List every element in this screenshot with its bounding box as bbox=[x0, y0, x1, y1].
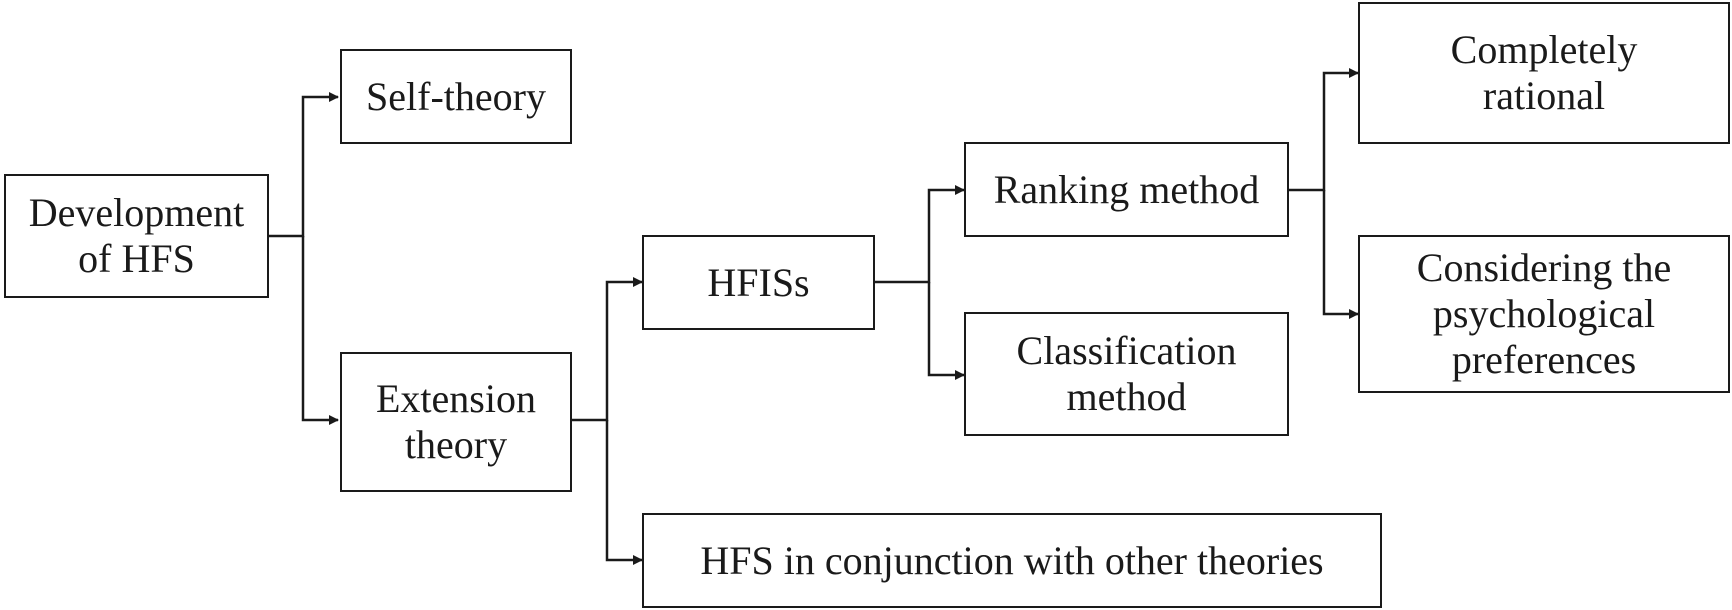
edge-extension-to-hfiss bbox=[572, 277, 643, 422]
node-ranking-method: Ranking method bbox=[964, 142, 1289, 237]
edge-development-to-self-theory bbox=[268, 92, 339, 238]
edge-ranking-to-preferences bbox=[1322, 190, 1359, 319]
edge-development-to-extension-theory bbox=[301, 236, 339, 425]
edge-hfiss-to-ranking bbox=[873, 185, 965, 284]
node-completely-rational: Completely rational bbox=[1358, 2, 1730, 144]
node-extension-theory: Extension theory bbox=[340, 352, 572, 492]
node-hfs-in-conjunction: HFS in conjunction with other theories bbox=[642, 513, 1382, 608]
edge-extension-to-conjunction bbox=[605, 420, 643, 565]
node-psychological-preferences: Considering the psychological preference… bbox=[1358, 235, 1730, 393]
node-classification-method: Classification method bbox=[964, 312, 1289, 436]
node-hfiss: HFISs bbox=[642, 235, 875, 330]
edge-hfiss-to-classification bbox=[927, 282, 965, 380]
node-self-theory: Self-theory bbox=[340, 49, 572, 144]
edge-ranking-to-rational bbox=[1288, 68, 1359, 192]
node-development-of-hfs: Development of HFS bbox=[4, 174, 269, 298]
